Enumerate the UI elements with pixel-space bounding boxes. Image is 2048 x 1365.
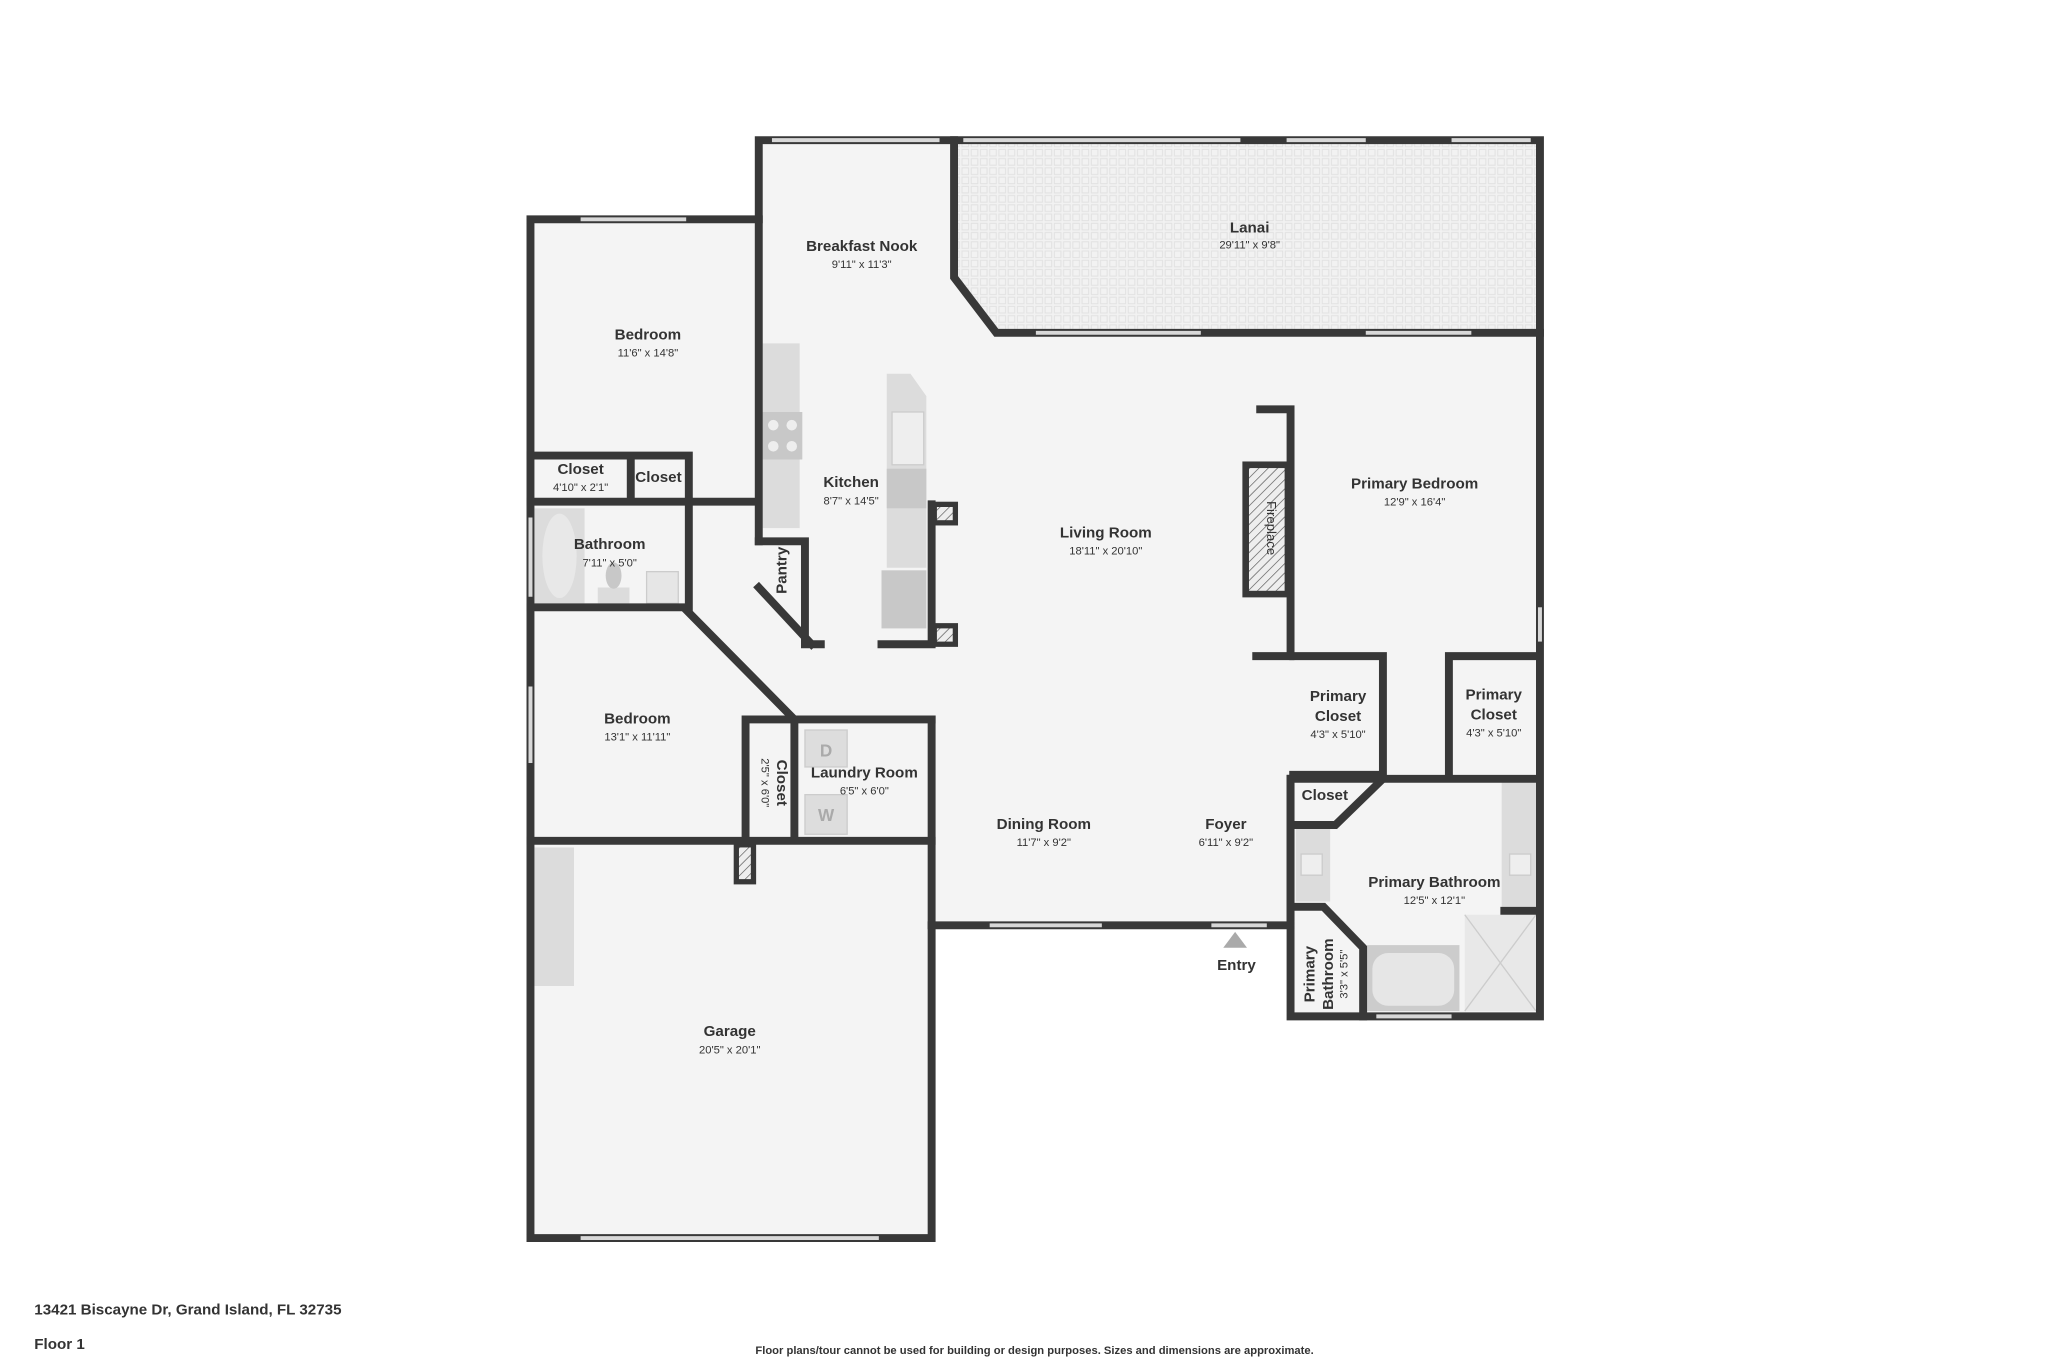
bedroom-2-name: Bedroom bbox=[604, 710, 671, 727]
bedroom-2-dims: 13'1" x 11'11" bbox=[604, 732, 670, 744]
dryer-label: D bbox=[820, 740, 832, 760]
laundry-room-name: Laundry Room bbox=[811, 765, 918, 782]
pantry-name: Pantry bbox=[773, 546, 790, 594]
dining-room-dims: 11'7" x 9'2" bbox=[1017, 837, 1071, 849]
primary-bathroom-2-dims: 3'3" x 5'5" bbox=[1338, 950, 1350, 999]
fixtures: D W bbox=[534, 343, 1537, 1012]
closet-4-name: Closet bbox=[1302, 787, 1348, 804]
kitchen-dims: 8'7" x 14'5" bbox=[824, 495, 879, 507]
windows bbox=[528, 138, 1542, 1241]
floor-label: Floor 1 bbox=[34, 1336, 85, 1353]
bedroom-1-name: Bedroom bbox=[615, 326, 682, 343]
bedroom-1-dims: 11'6" x 14'8" bbox=[618, 348, 679, 360]
bathroom-name: Bathroom bbox=[574, 536, 646, 553]
foyer-dims: 6'11" x 9'2" bbox=[1199, 837, 1253, 849]
lanai-floor bbox=[954, 140, 1540, 333]
living-room-name: Living Room bbox=[1060, 524, 1152, 541]
breakfast-nook-name: Breakfast Nook bbox=[806, 238, 918, 255]
washer-label: W bbox=[818, 805, 835, 825]
kitchen-name: Kitchen bbox=[823, 474, 879, 491]
foyer-name: Foyer bbox=[1205, 816, 1246, 833]
garage-name: Garage bbox=[704, 1023, 756, 1040]
primary-closet-1-name: Closet bbox=[1315, 708, 1361, 725]
primary-closet-2-dims: 4'3" x 5'10" bbox=[1466, 728, 1521, 740]
primary-bathroom-name: Primary Bathroom bbox=[1368, 874, 1500, 891]
entry-arrow-icon bbox=[1223, 931, 1248, 948]
closet-1-name: Closet bbox=[557, 461, 603, 478]
bathroom-dims: 7'11" x 5'0" bbox=[582, 557, 636, 569]
primary-bathroom-2-name: Bathroom bbox=[1320, 938, 1337, 1010]
living-room-dims: 18'11" x 20'10" bbox=[1069, 546, 1142, 558]
laundry-room-dims: 6'5" x 6'0" bbox=[840, 786, 889, 798]
entry-label: Entry bbox=[1217, 957, 1256, 974]
primary-bathroom-2-name: Primary bbox=[1301, 945, 1318, 1002]
address: 13421 Biscayne Dr, Grand Island, FL 3273… bbox=[34, 1302, 341, 1319]
disclaimer: Floor plans/tour cannot be used for buil… bbox=[755, 1345, 1313, 1357]
fireplace bbox=[1242, 461, 1292, 598]
primary-bathroom-dims: 12'5" x 12'1" bbox=[1404, 895, 1465, 907]
primary-bedroom-name: Primary Bedroom bbox=[1351, 476, 1478, 493]
primary-closet-2-name: Closet bbox=[1471, 706, 1517, 723]
lanai-name: Lanai bbox=[1230, 220, 1270, 237]
closet-3-dims: 2'5" x 6'0" bbox=[758, 758, 770, 807]
closet-1-dims: 4'10" x 2'1" bbox=[553, 482, 608, 494]
closet-2-name: Closet bbox=[635, 469, 681, 486]
breakfast-nook-dims: 9'11" x 11'3" bbox=[832, 259, 892, 271]
room-labels: Breakfast Nook 9'11" x 11'3" Lanai 29'11… bbox=[553, 220, 1523, 1057]
garage-dims: 20'5" x 20'1" bbox=[699, 1044, 760, 1056]
primary-closet-1-dims: 4'3" x 5'10" bbox=[1310, 729, 1365, 741]
primary-bedroom-dims: 12'9" x 16'4" bbox=[1384, 497, 1445, 509]
fireplace-label: Fireplace bbox=[1264, 501, 1279, 555]
primary-closet-2-name: Primary bbox=[1466, 687, 1523, 704]
primary-closet-1-name: Primary bbox=[1310, 688, 1367, 705]
dining-room-name: Dining Room bbox=[997, 816, 1091, 833]
closet-3-name: Closet bbox=[773, 760, 790, 806]
lanai-dims: 29'11" x 9'8" bbox=[1219, 239, 1280, 251]
